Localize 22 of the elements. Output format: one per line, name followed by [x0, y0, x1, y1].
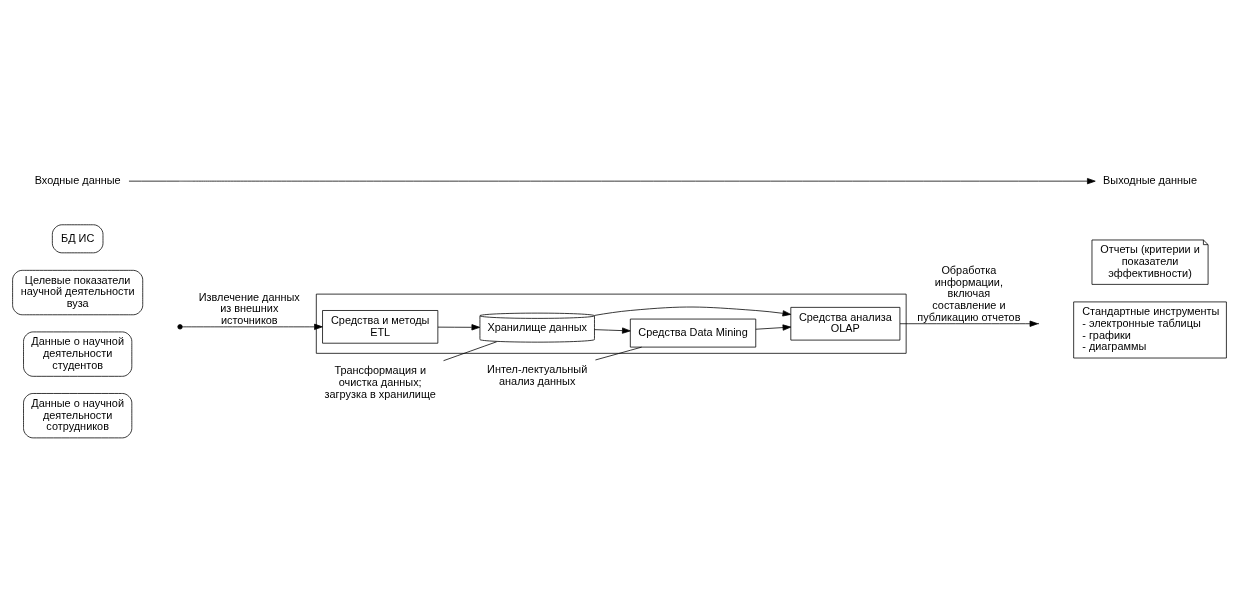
node-box: Средства анализа OLAP [790, 307, 901, 341]
node-box: Данные о научной деятельности сотрудников [23, 393, 133, 439]
arrow [594, 327, 631, 334]
arrow [755, 324, 792, 331]
node-box: БД ИС [51, 224, 104, 254]
node-box: Целевые показатели научной деятельности вуза [12, 269, 144, 316]
node-box: Стандартные инструменты - электронные таблицы - графики - диаграммы [1073, 301, 1227, 359]
edge-label: Обработка информации, включая составление и публикацию отчетов [917, 264, 1021, 323]
edge-label: Извлечение данных из внешних источников [198, 290, 300, 326]
node-box: Данные о научной деятельности студентов [23, 331, 133, 377]
node-text: Трансформация и очистка данных; загрузка в хранилище [324, 364, 436, 400]
node-text: Выходные данные [1103, 174, 1197, 187]
arrow [181, 323, 323, 330]
arrow [594, 306, 792, 317]
connector [595, 346, 642, 361]
arrow [899, 320, 1039, 327]
node-text: Интел-лектуальный анализ данных [487, 362, 588, 387]
node-box: Средства и методы ETL [322, 310, 439, 344]
arrow [128, 178, 1096, 185]
node-text: Входные данные [34, 174, 121, 187]
node-box: Средства Data Mining [629, 318, 757, 348]
arrow [437, 324, 481, 331]
